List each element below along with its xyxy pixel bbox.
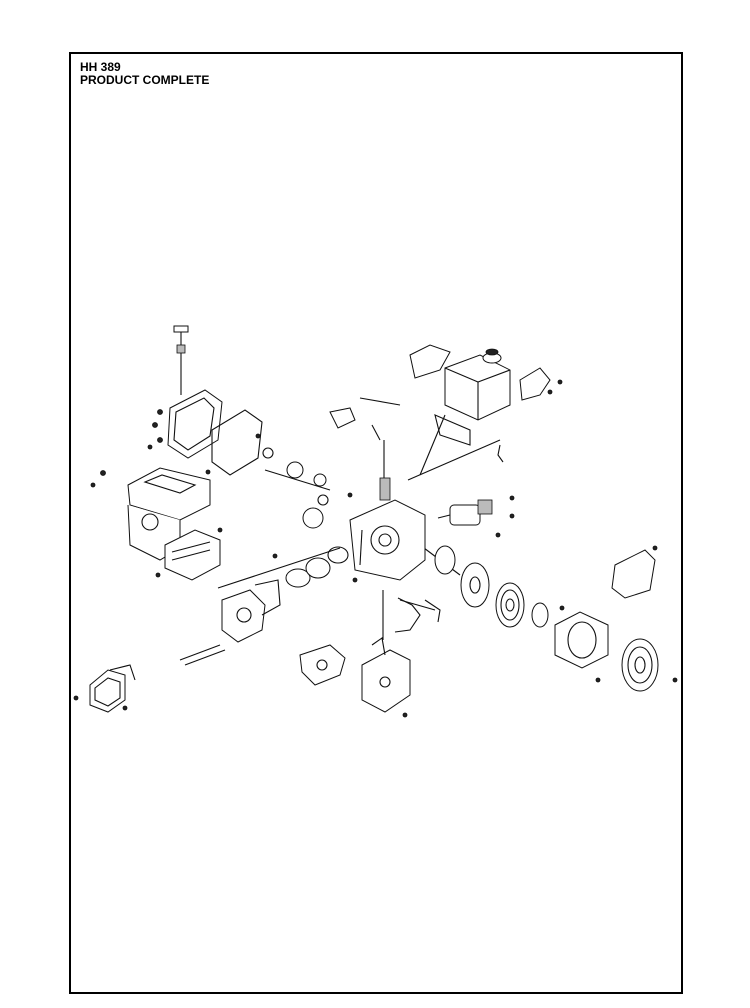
cylinder-head (221, 579, 281, 643)
starter-motor (437, 499, 493, 526)
carburetor (179, 644, 346, 686)
recoil-starter (621, 638, 678, 692)
crankshaft (262, 447, 331, 529)
wiring-harness (394, 597, 441, 633)
air-cleaner-element (73, 664, 136, 713)
section-title: PRODUCT COMPLETE (80, 73, 210, 87)
throttle-linkage (329, 397, 401, 441)
model-number: HH 389 (80, 60, 121, 74)
side-gasket (211, 409, 263, 476)
fasteners (122, 379, 658, 718)
exploded-parts-diagram (73, 325, 678, 718)
cooling-fan (495, 582, 549, 628)
page-frame (69, 52, 683, 994)
piston (285, 546, 349, 588)
dipstick (173, 325, 189, 395)
engine-block (349, 477, 426, 581)
control-panel (361, 637, 411, 713)
side-bracket (611, 549, 656, 599)
muffler (164, 529, 221, 581)
tank-brackets (409, 344, 551, 463)
fan-shroud (554, 611, 609, 669)
side-cover (147, 389, 223, 459)
page-title: HH 389 PRODUCT COMPLETE (80, 61, 209, 87)
flywheel (434, 545, 490, 608)
fuel-tank (434, 348, 511, 446)
